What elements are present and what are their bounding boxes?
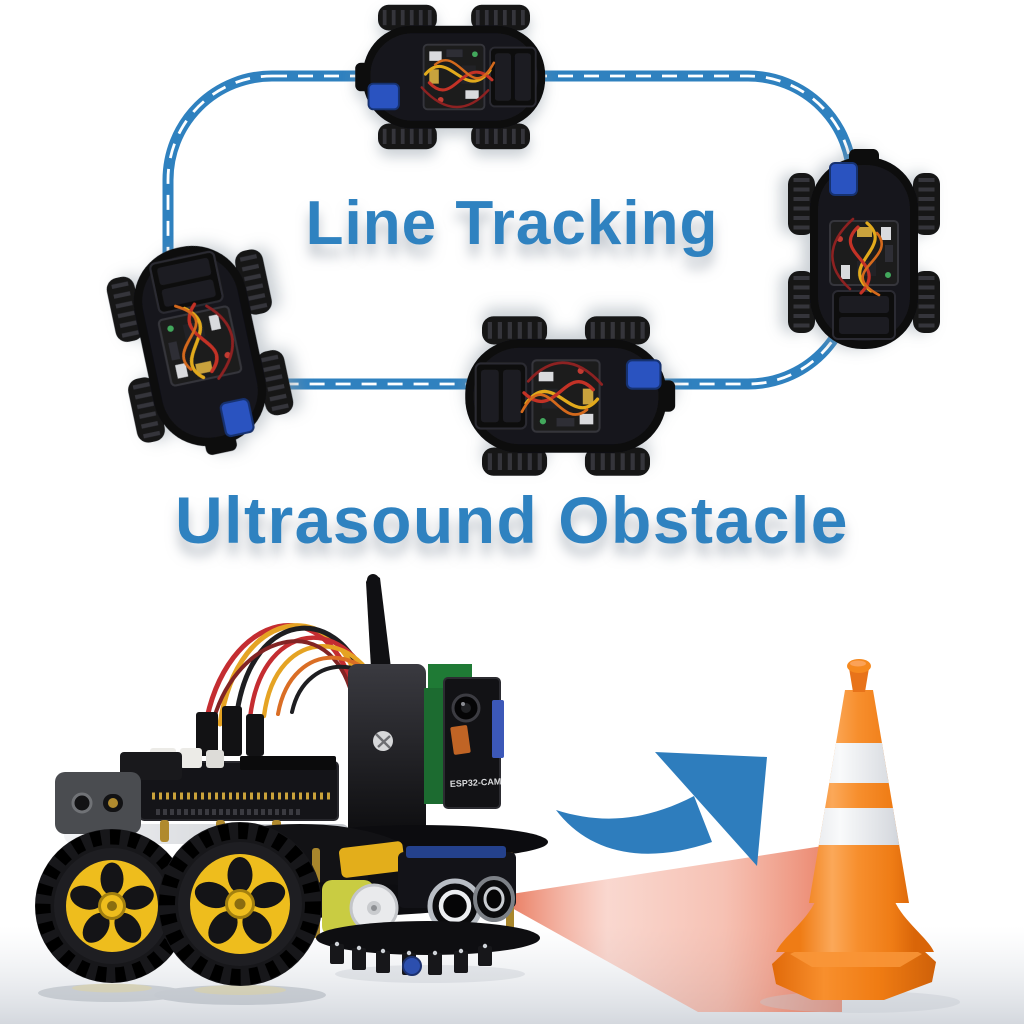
ultrasonic-sensor <box>398 846 516 934</box>
dupont-connectors <box>196 706 264 756</box>
cone-stripe-top <box>809 743 909 783</box>
line-tracking-diagram <box>101 5 940 476</box>
bottom-plate-pins <box>316 921 540 976</box>
wifi-antenna <box>366 574 391 668</box>
camera-tower <box>348 664 426 838</box>
robot-car-top <box>355 5 545 149</box>
traffic-cone <box>760 659 960 1013</box>
esp32-cam-label: ESP32-CAM <box>450 776 502 789</box>
potentiometer-icon <box>402 956 422 976</box>
ultrasound-scene: ESP32-CAM <box>0 574 1024 1024</box>
ultrasonic-beam <box>492 843 842 1012</box>
sd-card <box>492 700 504 758</box>
wheel-front-left <box>35 829 189 983</box>
front-bracket <box>55 752 182 834</box>
robot-car-photo: ESP32-CAM <box>35 574 548 1005</box>
curved-arrow-icon <box>556 752 767 866</box>
camera-flex-cable <box>450 725 471 755</box>
ultrasound-title: Ultrasound Obstacle <box>175 483 849 557</box>
wheel-rear-left <box>158 822 322 986</box>
line-tracking-title: Line Tracking <box>305 189 719 258</box>
esp32-cam-module: ESP32-CAM <box>424 664 504 809</box>
cone-stripe-bottom <box>809 808 909 845</box>
robot-car-left <box>101 231 301 470</box>
gear-motor <box>322 880 399 936</box>
robot-car-bottom <box>465 316 675 476</box>
